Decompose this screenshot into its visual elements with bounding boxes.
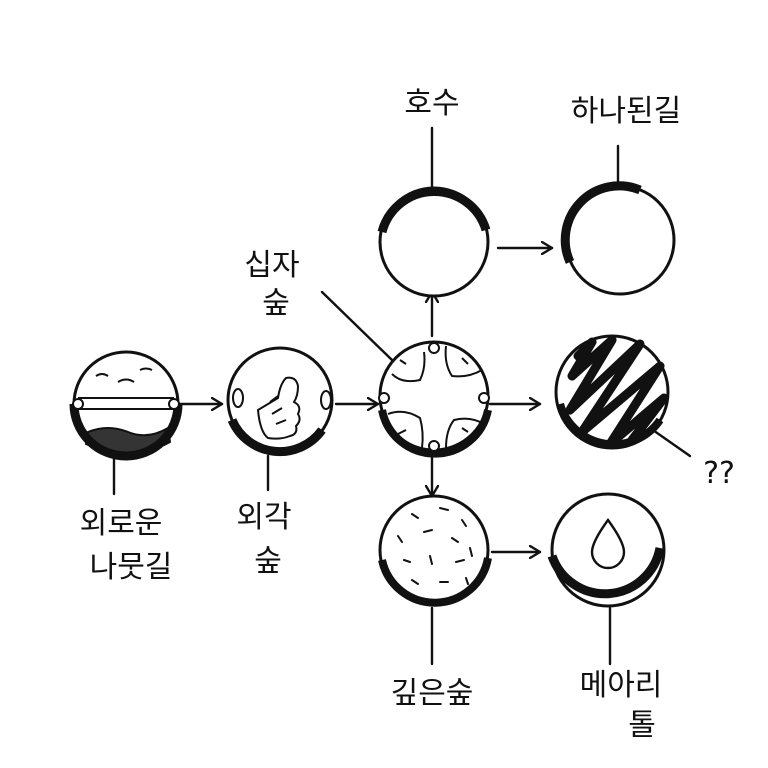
- node-united-path: [560, 181, 676, 296]
- label-deep-forest: 깊은숲: [390, 676, 474, 711]
- label-echo-line1: 메아리: [579, 668, 663, 703]
- connectors: [112, 126, 692, 666]
- node-echo: [547, 492, 666, 608]
- leader-cross: [320, 290, 394, 362]
- node-lake: [377, 186, 491, 298]
- speckled-forest-icon: [397, 507, 473, 603]
- node-crossroad-forest: [378, 340, 492, 458]
- label-echo-line2: 톨: [628, 708, 656, 743]
- droplet-icon: [590, 517, 626, 570]
- label-edge-line1: 외각: [236, 500, 292, 535]
- label-edge-line2: 숲: [254, 544, 282, 579]
- scribble-unknown-icon: [565, 335, 669, 449]
- label-united-path: 하나된길: [570, 94, 682, 129]
- node-unknown: [554, 334, 670, 450]
- node-edge-forest: [226, 346, 334, 457]
- label-lonely-line1: 외로운: [79, 506, 163, 541]
- label-unknown: ??: [703, 456, 735, 491]
- hand-thumbs-up-icon: [256, 376, 301, 440]
- crossroads-icon: [387, 345, 485, 449]
- tree-log-path-icon: [78, 367, 174, 455]
- leader-unknown: [648, 426, 692, 458]
- label-crossroad-line2: 숲: [262, 286, 290, 321]
- label-crossroad-line1: 십자: [244, 248, 300, 283]
- node-lonely-tree-path: [69, 350, 183, 461]
- label-lonely-line2: 나뭇길: [89, 550, 173, 585]
- label-lake: 호수: [404, 86, 460, 121]
- node-deep-forest: [378, 494, 492, 607]
